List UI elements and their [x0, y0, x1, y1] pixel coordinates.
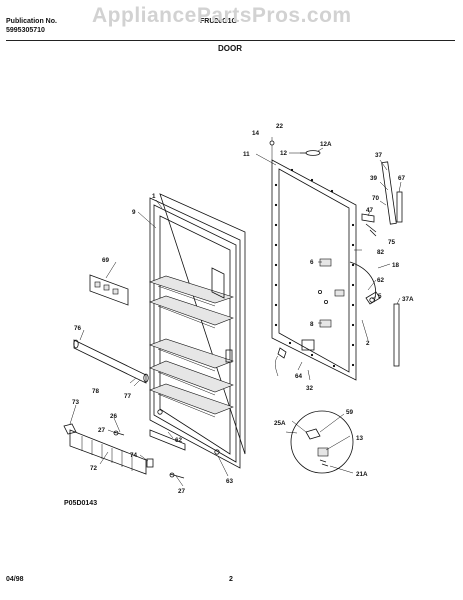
- part-78-shelf-bar: [73, 339, 149, 384]
- callout-12a: 12A: [320, 141, 332, 148]
- part-73-clip: [63, 423, 77, 435]
- callout-64: 64: [295, 373, 303, 380]
- side-hinge-parts: [317, 161, 403, 367]
- publication-number: 5995305710: [6, 27, 45, 34]
- callout-21a: 21A: [356, 471, 368, 478]
- callout-14: 14: [252, 130, 260, 137]
- part-12a-bushing: [305, 150, 321, 156]
- callout-26: 26: [110, 413, 118, 420]
- bottom-fasteners: [113, 429, 186, 479]
- callout-72: 72: [90, 465, 98, 472]
- part-6-clip: [319, 258, 332, 267]
- callout-25a: 25A: [274, 420, 286, 427]
- door-screws: [274, 168, 355, 368]
- callout-32: 32: [306, 385, 314, 392]
- callout-62-door: 62: [377, 277, 385, 284]
- callout-73: 73: [72, 399, 80, 406]
- part-5-cam: [365, 291, 381, 305]
- figure-id: P05D0143: [64, 500, 98, 507]
- publication-label: Publication No.: [6, 18, 57, 25]
- part-18-spring: [349, 261, 376, 303]
- bottom-hinge-bracket: [149, 429, 186, 451]
- callout-63: 63: [226, 478, 234, 485]
- callout-67: 67: [398, 175, 406, 182]
- callout-59: 59: [346, 409, 354, 416]
- door-panel: [271, 159, 381, 381]
- part-67-cover: [396, 191, 403, 223]
- callout-1: 1: [152, 193, 156, 200]
- callout-82: 82: [377, 249, 385, 256]
- callout-labels: 1 9 11 14 22 12 12A 37 39 67 70 47 75 82…: [72, 123, 414, 495]
- detail-circle: [285, 410, 354, 474]
- callout-12: 12: [280, 150, 288, 157]
- page-number: 2: [229, 576, 233, 583]
- callout-76: 76: [74, 325, 82, 332]
- callout-37a: 37A: [402, 296, 414, 303]
- callout-27-lower: 27: [178, 488, 186, 495]
- callout-75: 75: [388, 239, 396, 246]
- part-8-clip: [319, 319, 332, 328]
- door-liner: [149, 193, 246, 469]
- callout-27-upper: 27: [98, 427, 106, 434]
- callout-2: 2: [366, 340, 370, 347]
- callout-8: 8: [310, 321, 314, 328]
- part-47-pin: [361, 213, 375, 223]
- part-37a-bottom-hinge: [393, 303, 400, 367]
- switch-wire: [275, 355, 279, 377]
- part-62-bracket: [334, 289, 345, 297]
- callout-37: 37: [375, 152, 383, 159]
- callout-47: 47: [366, 207, 374, 214]
- part-75-screw: [365, 223, 377, 237]
- callout-5: 5: [378, 293, 382, 300]
- callout-78: 78: [92, 388, 100, 395]
- callout-74: 74: [130, 452, 138, 459]
- top-hinge-parts: [269, 140, 321, 160]
- callout-62-bottom: 62: [175, 437, 183, 444]
- section-title: DOOR: [218, 44, 242, 53]
- watermark-text: AppliancePartsPros.com: [92, 4, 352, 27]
- callout-77: 77: [124, 393, 132, 400]
- callout-22: 22: [276, 123, 284, 130]
- part-13-plug: [317, 447, 329, 457]
- part-25a-switch: [277, 347, 287, 359]
- part-69-tray: [89, 274, 129, 306]
- model-number: FRU20G1G: [200, 18, 237, 25]
- part-74-clip: [146, 458, 154, 468]
- part-56-switch-body: [305, 428, 321, 440]
- header-divider: [6, 40, 455, 41]
- callout-39: 39: [370, 175, 378, 182]
- liner-upper-pocket: [211, 267, 225, 299]
- footer-date: 04/98: [6, 576, 24, 583]
- callout-13: 13: [356, 435, 364, 442]
- leader-lines: [69, 137, 402, 487]
- part-37-hinge-bar: [381, 161, 397, 225]
- door-label-plate: [301, 339, 315, 351]
- callout-9: 9: [132, 209, 136, 216]
- callout-6: 6: [310, 259, 314, 266]
- callout-18: 18: [392, 262, 400, 269]
- callout-70: 70: [372, 195, 380, 202]
- liner-shelves: [149, 275, 234, 418]
- callout-69: 69: [102, 257, 110, 264]
- liner-latch-slot: [225, 349, 233, 363]
- callout-11: 11: [243, 151, 250, 158]
- part-72-grille: [63, 423, 154, 475]
